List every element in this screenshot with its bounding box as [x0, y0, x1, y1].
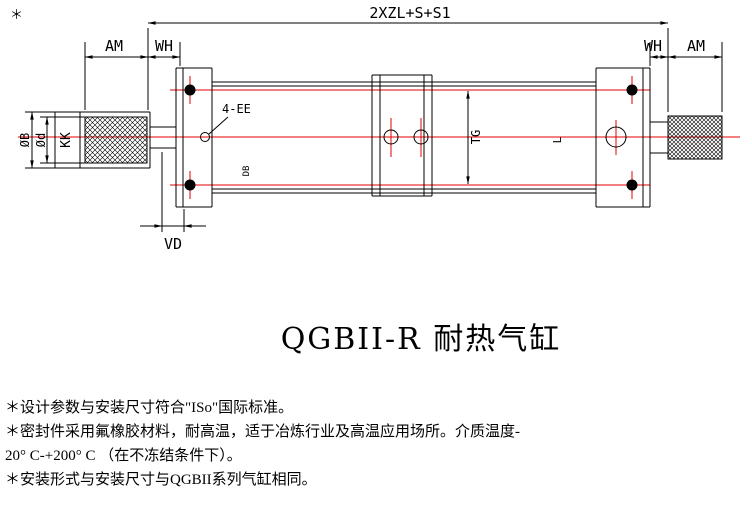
center-trunnion-mount [371, 74, 433, 197]
threaded-end-section [667, 115, 723, 160]
port-leader-line [208, 116, 229, 135]
label-wh-right: WH [644, 37, 662, 55]
label-vd: VD [164, 235, 182, 253]
tie-rod-nut-bottom-left [184, 179, 196, 191]
note-line-4: ＊安装形式与安装尺寸与QGBII系列气缸相同。 [5, 472, 317, 488]
left-am-wh-dimensions [84, 42, 181, 110]
label-am-left: AM [105, 37, 123, 55]
label-tg: TG [469, 130, 483, 144]
tie-rod-nut-top-right [626, 84, 638, 96]
tie-rod-nut-bottom-right [626, 179, 638, 191]
right-end-cap [595, 67, 651, 208]
cylinder-tube [212, 81, 596, 194]
note-line-2: ＊密封件采用氟橡胶材料，耐高温，适于冶炼行业及高温应用场所。介质温度- [5, 424, 520, 440]
clevis-hatched-section [84, 116, 148, 164]
port-circle-left [200, 132, 210, 142]
label-overall-length: 2XZL+S+S1 [369, 4, 450, 22]
label-diameter-b: ØB [18, 133, 32, 147]
drawing-title: QGBII-R 耐热气缸 [280, 322, 562, 357]
label-kk-thread: KK [59, 132, 74, 148]
trunnion-hole-left [383, 129, 399, 145]
corner-mark: ＊ [10, 7, 24, 22]
notes-block: ＊设计参数与安装尺寸符合"ISo"国际标准。 ＊密封件采用氟橡胶材料，耐高温，适… [5, 396, 752, 492]
label-db: DB [242, 166, 252, 177]
left-end-cap [175, 67, 213, 208]
label-diameter-d: Ød [34, 133, 48, 147]
rod-clevis [54, 111, 176, 169]
tie-rod-nut-top-left [184, 84, 196, 96]
rod-end-diameter-dimensions [25, 111, 85, 169]
note-line-3: 20° C-+200° C （在不冻结条件下）。 [5, 448, 242, 464]
label-am-right: AM [687, 37, 705, 55]
trunnion-hole-right [413, 129, 429, 145]
label-wh-left: WH [155, 37, 173, 55]
label-l: L [551, 136, 564, 143]
note-line-1: ＊设计参数与安装尺寸符合"ISo"国际标准。 [5, 400, 294, 416]
vd-dimension [140, 152, 206, 232]
rod-end-thread [650, 115, 723, 160]
right-wh-am-dimensions [649, 42, 723, 112]
label-ports-4-ee: 4-EE [222, 102, 251, 116]
cylinder-technical-drawing: 2XZL+S+S1 AM WH WH AM ØB Ød KK [18, 4, 740, 253]
overall-length-dimension [147, 21, 669, 112]
cushion-adjuster-circle [605, 126, 627, 148]
